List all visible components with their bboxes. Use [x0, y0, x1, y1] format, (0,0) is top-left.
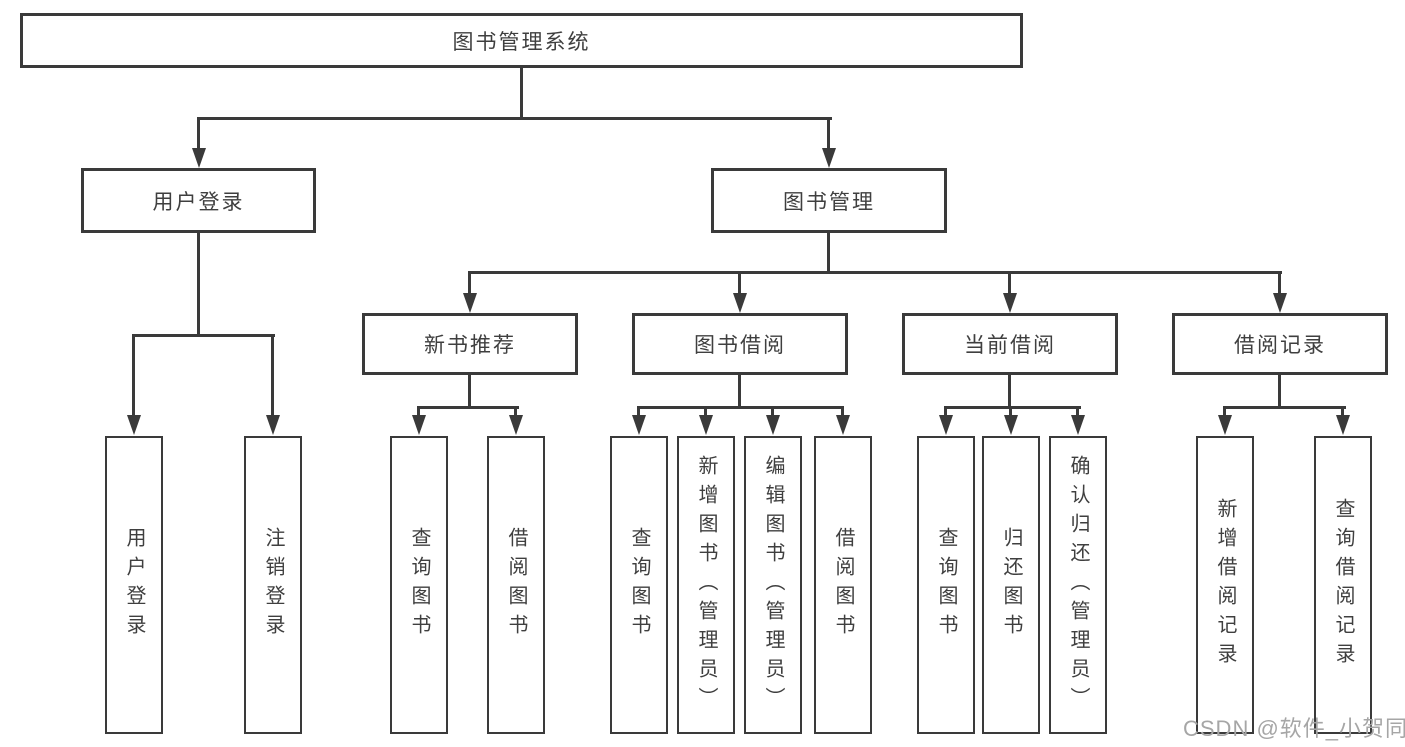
connector-book-management-stem — [827, 233, 830, 274]
connector-user-login-rail — [132, 334, 275, 337]
arrow-down-icon — [127, 415, 141, 435]
connector-br-rail — [1223, 406, 1346, 409]
arrow-down-icon — [1004, 415, 1018, 435]
node-borrowing-records: 借阅记录 — [1172, 313, 1388, 375]
arrow-down-icon — [192, 148, 206, 168]
node-current-borrowing: 当前借阅 — [902, 313, 1118, 375]
connector-bb-drop — [841, 406, 844, 418]
connector-user-login-stem — [197, 233, 200, 337]
connector-bb-drop — [704, 406, 707, 418]
node-root-library-system: 图书管理系统 — [20, 13, 1023, 68]
leaf-br-query-record: 查询借阅记录 — [1314, 436, 1372, 734]
connector-cb-rail — [944, 406, 1081, 409]
leaf-label: 用户登录 — [123, 527, 145, 643]
connector-to-borrowing-records — [1278, 271, 1281, 296]
connector-cb-drop — [1009, 406, 1012, 418]
leaf-label: 查询借阅记录 — [1332, 498, 1354, 672]
arrow-down-icon — [509, 415, 523, 435]
leaf-label: 新增借阅记录 — [1214, 498, 1236, 672]
connector-root-stem — [520, 68, 523, 119]
node-book-borrowing: 图书借阅 — [632, 313, 848, 375]
connector-to-new-book-recommend — [468, 271, 471, 296]
arrow-down-icon — [1071, 415, 1085, 435]
connector-br-drop — [1223, 406, 1226, 418]
leaf-bb-add-books-admin: 新增图书（管理员） — [677, 436, 735, 734]
arrow-down-icon — [1003, 293, 1017, 313]
node-label: 图书管理 — [783, 190, 875, 214]
node-label: 用户登录 — [152, 190, 245, 214]
arrow-down-icon — [939, 415, 953, 435]
connector-bb-drop — [771, 406, 774, 418]
connector-to-leaf-user-login — [132, 334, 135, 417]
leaf-label: 查询图书 — [628, 527, 650, 643]
arrow-down-icon — [836, 415, 850, 435]
arrow-down-icon — [412, 415, 426, 435]
connector-br-drop — [1341, 406, 1344, 418]
leaf-label: 确认归还（管理员） — [1067, 454, 1089, 716]
leaf-cb-query-books: 查询图书 — [917, 436, 975, 734]
leaf-bb-query-books: 查询图书 — [610, 436, 668, 734]
connector-nbr-rail — [417, 406, 519, 409]
connector-root-rail — [197, 117, 832, 120]
node-label: 图书借阅 — [694, 334, 786, 357]
leaf-label: 注销登录 — [262, 527, 284, 643]
connector-bb-drop — [637, 406, 640, 418]
leaf-cb-return-books: 归还图书 — [982, 436, 1040, 734]
watermark: CSDN @软件_小贺同学 — [1183, 716, 1405, 741]
connector-to-leaf-logout — [271, 334, 274, 417]
leaf-label: 新增图书（管理员） — [695, 454, 717, 716]
node-new-book-recommend: 新书推荐 — [362, 313, 578, 375]
connector-cb-drop — [1076, 406, 1079, 418]
leaf-label: 借阅图书 — [832, 527, 854, 643]
node-book-management: 图书管理 — [711, 168, 947, 233]
arrow-down-icon — [733, 293, 747, 313]
arrow-down-icon — [766, 415, 780, 435]
node-label: 借阅记录 — [1234, 334, 1326, 357]
connector-cb-stem — [1008, 375, 1011, 409]
arrow-down-icon — [266, 415, 280, 435]
node-label: 新书推荐 — [424, 334, 516, 357]
connector-root-to-book-management — [827, 117, 830, 150]
connector-br-stem — [1278, 375, 1281, 409]
arrow-down-icon — [1336, 415, 1350, 435]
leaf-nbr-query-books: 查询图书 — [390, 436, 448, 734]
arrow-down-icon — [822, 148, 836, 168]
arrow-down-icon — [1218, 415, 1232, 435]
node-label: 图书管理系统 — [452, 30, 591, 54]
leaf-br-add-record: 新增借阅记录 — [1196, 436, 1254, 734]
connector-nbr-drop — [417, 406, 420, 418]
arrow-down-icon — [1273, 293, 1287, 313]
arrow-down-icon — [463, 293, 477, 313]
leaf-nbr-borrow-books: 借阅图书 — [487, 436, 545, 734]
connector-nbr-drop — [514, 406, 517, 418]
leaf-logout: 注销登录 — [244, 436, 302, 734]
leaf-label: 编辑图书（管理员） — [762, 454, 784, 716]
arrow-down-icon — [632, 415, 646, 435]
leaf-label: 归还图书 — [1000, 527, 1022, 643]
leaf-label: 借阅图书 — [505, 527, 527, 643]
connector-bb-rail — [637, 406, 844, 409]
connector-cb-drop — [944, 406, 947, 418]
connector-book-management-rail — [468, 271, 1282, 274]
connector-to-current-borrowing — [1008, 271, 1011, 296]
connector-root-to-user-login — [197, 117, 200, 150]
leaf-label: 查询图书 — [408, 527, 430, 643]
connector-bb-stem — [738, 375, 741, 409]
leaf-label: 查询图书 — [935, 527, 957, 643]
leaf-bb-borrow-books: 借阅图书 — [814, 436, 872, 734]
node-label: 当前借阅 — [964, 334, 1056, 357]
leaf-cb-confirm-return-admin: 确认归还（管理员） — [1049, 436, 1107, 734]
connector-nbr-stem — [468, 375, 471, 409]
leaf-user-login: 用户登录 — [105, 436, 163, 734]
leaf-bb-edit-books-admin: 编辑图书（管理员） — [744, 436, 802, 734]
connector-to-book-borrowing — [738, 271, 741, 296]
node-user-login: 用户登录 — [81, 168, 316, 233]
arrow-down-icon — [699, 415, 713, 435]
